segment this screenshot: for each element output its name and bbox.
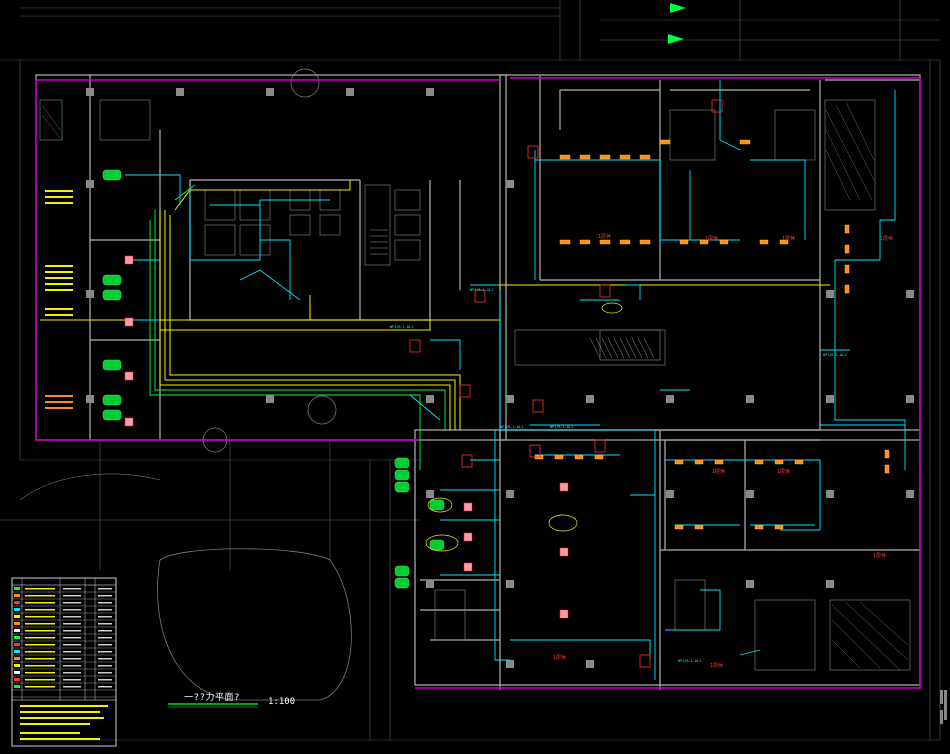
room-label-red: 1层休 [777,468,790,475]
room-label-red: 1层休 [553,654,566,661]
room-label-red: 1层休 [598,233,611,240]
feeder-label: WP1/B-1-AL1 [390,325,413,329]
room-label-red: 1层休 [782,235,795,242]
stairs [370,229,655,359]
cable-tray-green [149,184,446,470]
hatch-areas [41,101,909,671]
left-orange-tags [45,395,73,409]
feeder-label: WP1/B-1-AL1 [500,425,523,429]
feeder-cables-cyan [125,80,906,680]
revision-clouds [425,302,623,552]
site-path-curve [19,473,161,501]
partition-details [39,99,911,671]
structural-columns [86,88,914,668]
feeder-label: WP1/B-1-AL1 [678,659,701,663]
boundary-line [35,77,921,690]
equipment-symbols-green [102,169,445,589]
room-labels-group: 1层休 1层休 1层休 1层休 1层休 1层休 1层休 1层休 1层休 [553,233,893,669]
feeder-label: WP1/B-1-AL1 [823,353,846,357]
room-label-red: 1层休 [873,552,886,559]
drawing-title: 一??力平面? [184,691,240,703]
room-label-red: 1层休 [880,235,893,242]
distribution-panels [534,139,890,530]
feeder-label: WP1/B-1-AL1 [550,425,573,429]
right-dimension-marks [940,690,947,724]
room-label-red: 1层休 [705,235,718,242]
feeder-label: WP1/B-1-AL1 [470,288,493,292]
fixture-symbols [124,255,569,619]
drawing-scale: 1:100 [268,697,295,707]
room-label-red: 1层休 [712,468,725,475]
left-yellow-tags [45,190,73,316]
room-label-red: 1层休 [710,662,723,669]
north-arrows [668,3,686,44]
feeder-labels-group: WP1/B-1-AL1WP1/B-1-AL1WP1/B-1-AL1WP1/B-1… [390,288,846,663]
site-round-feature [290,68,320,98]
round-table-outline [307,395,337,425]
dimension-lines [0,0,941,741]
electrical-boxes [409,99,723,668]
site-planter-outline [157,548,352,701]
legend-table [11,577,117,747]
